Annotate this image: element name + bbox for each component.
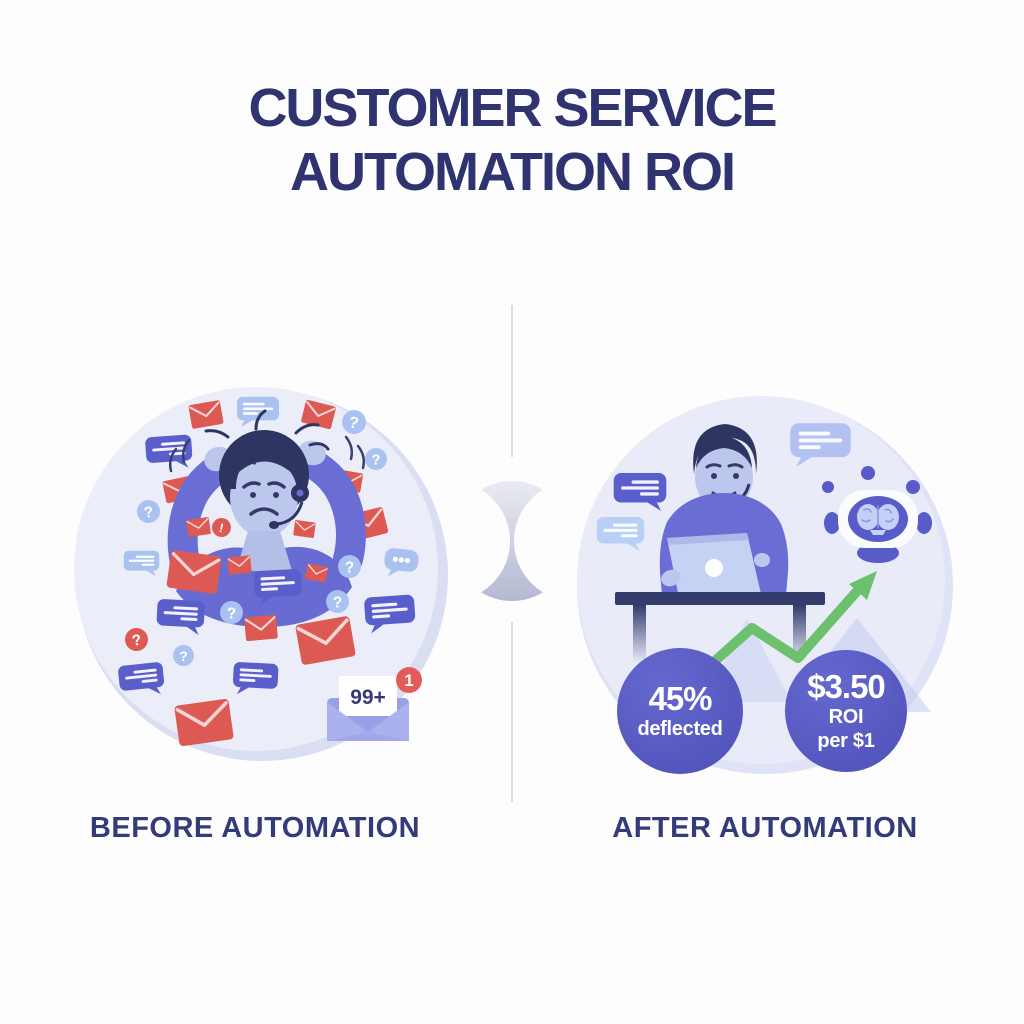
env-icon <box>292 519 317 539</box>
divider-line-top <box>511 305 513 457</box>
bot-antenna-dot-left <box>822 481 834 493</box>
qmark-blue-icon <box>173 645 194 666</box>
stress-motion-lines <box>168 435 366 473</box>
roi-label-line2: per $1 <box>817 730 875 752</box>
qmark-blue-icon <box>220 601 243 624</box>
messy-hair-strands <box>204 409 330 451</box>
left-hand <box>661 569 681 587</box>
bot-ear-right <box>916 512 932 534</box>
laptop-logo <box>705 559 723 577</box>
headset-band <box>228 456 302 479</box>
roi-value: $3.50 <box>807 668 886 705</box>
roi-label-line1: ROI <box>828 706 864 728</box>
divider-transition-icon <box>448 481 576 601</box>
before-illustration: 99+ 1 <box>74 387 448 761</box>
before-automation-label: BEFORE AUTOMATION <box>89 812 421 844</box>
env-icon <box>244 614 278 642</box>
right-arm <box>303 452 366 574</box>
page-title: CUSTOMER SERVICE AUTOMATION ROI <box>0 76 1024 204</box>
brain-icon <box>857 504 899 535</box>
right-hand <box>754 553 770 567</box>
deflection-value: 45% <box>648 680 712 717</box>
laptop-edge <box>667 533 749 545</box>
inbox-overflow-envelope: 99+ 1 <box>327 667 422 741</box>
roi-stat-circle: $3.50 ROI per $1 <box>785 650 907 772</box>
bot-antenna-dot-right <box>906 480 920 494</box>
bot-antenna-dot-top <box>861 466 875 480</box>
left-eye <box>711 473 717 479</box>
page-title-line2: AUTOMATION ROI <box>290 142 736 202</box>
after-automation-label: AFTER AUTOMATION <box>612 812 918 844</box>
growth-arrow-head <box>849 571 877 600</box>
worried-brows <box>242 481 286 489</box>
hair-fringe <box>696 436 752 468</box>
env-icon <box>227 554 252 576</box>
hair-front <box>227 441 301 489</box>
headset-mic <box>269 521 279 529</box>
env-icon <box>185 516 212 538</box>
right-eye <box>273 492 279 498</box>
notification-count: 1 <box>404 671 413 690</box>
qmark-blue-icon <box>365 448 387 470</box>
bot-ear-left <box>824 512 840 534</box>
notification-badge <box>396 667 422 693</box>
deflection-label: deflected <box>637 718 723 740</box>
headset-mic-arm <box>276 501 304 526</box>
hair <box>693 424 757 474</box>
left-eye <box>250 492 256 498</box>
divider-line-bottom <box>511 622 513 802</box>
qmark-blue-icon <box>338 555 361 578</box>
calm-agent <box>615 424 825 663</box>
desk-leg-left <box>633 605 646 663</box>
growth-arrow-line <box>702 585 863 673</box>
face <box>695 444 753 510</box>
page-title-line1: CUSTOMER SERVICE <box>248 78 777 138</box>
frown-mouth <box>249 507 279 516</box>
env-icon <box>173 698 235 747</box>
deflection-stat-circle: 45% deflected <box>617 648 743 774</box>
qmark-blue-icon <box>326 590 349 613</box>
before-panel: 99+ 1 <box>60 385 460 780</box>
face <box>230 457 298 537</box>
ai-bot <box>822 466 932 563</box>
brows <box>705 463 744 469</box>
earpiece-inner <box>296 489 304 497</box>
desk <box>615 592 825 605</box>
env-icon <box>165 549 223 595</box>
right-eye <box>733 473 739 479</box>
unread-count: 99+ <box>350 686 386 709</box>
